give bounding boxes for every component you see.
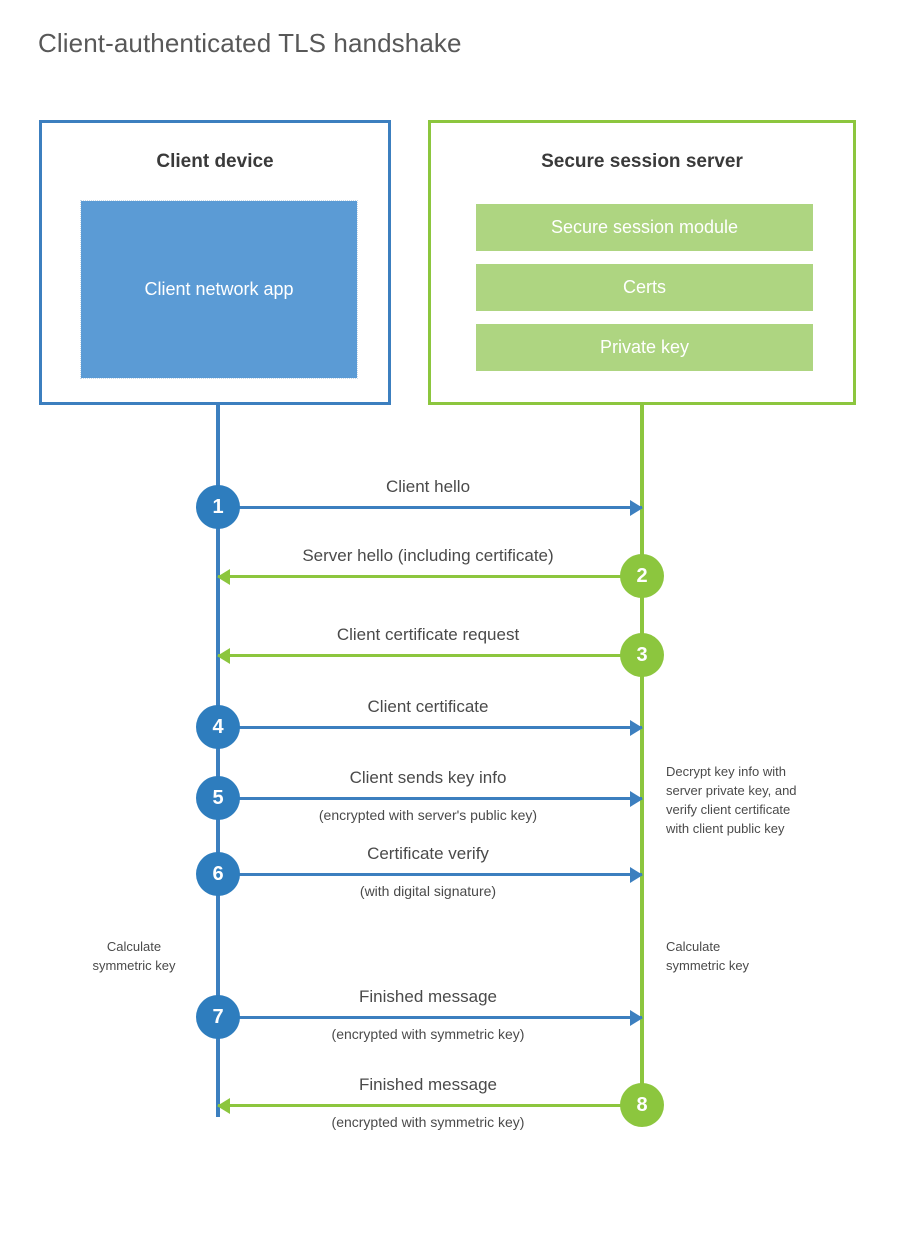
message-arrow-shaft-4 xyxy=(218,726,642,729)
step-circle-2: 2 xyxy=(620,554,664,598)
arrowhead-right-icon xyxy=(630,720,643,736)
message-sublabel-6: (with digital signature) xyxy=(359,883,497,899)
step-circle-5: 5 xyxy=(196,776,240,820)
note-server-calculate-symmetric-key: Calculate symmetric key xyxy=(666,939,750,973)
message-label-6: Certificate verify xyxy=(367,844,489,863)
arrowhead-right-icon xyxy=(630,791,643,807)
step-circle-1: 1 xyxy=(196,485,240,529)
arrowhead-left-icon xyxy=(217,648,230,664)
step-circle-4: 4 xyxy=(196,705,240,749)
message-label-4: Client certificate xyxy=(367,697,489,716)
step-circle-8: 8 xyxy=(620,1083,664,1127)
message-label-2: Server hello (including certificate) xyxy=(302,546,554,565)
arrowhead-right-icon xyxy=(630,867,643,883)
message-arrow-shaft-8 xyxy=(218,1104,642,1107)
server-component-certs: Certs xyxy=(476,264,813,311)
message-arrow-shaft-7 xyxy=(218,1016,642,1019)
arrowhead-right-icon xyxy=(630,500,643,516)
message-sublabel-5: (encrypted with server's public key) xyxy=(318,807,538,823)
message-arrow-shaft-5 xyxy=(218,797,642,800)
server-component-private-key: Private key xyxy=(476,324,813,371)
message-sublabel-8: (encrypted with symmetric key) xyxy=(331,1114,525,1130)
step-circle-7: 7 xyxy=(196,995,240,1039)
message-sublabel-7: (encrypted with symmetric key) xyxy=(331,1026,525,1042)
client-device-title: Client device xyxy=(156,151,274,172)
secure-session-server-title: Secure session server xyxy=(541,151,743,172)
secure-session-server-box: Secure session server Secure session mod… xyxy=(428,120,856,405)
note-server-decrypt: Decrypt key info with server private key… xyxy=(666,764,797,836)
arrowhead-right-icon xyxy=(630,1010,643,1026)
server-component-secure-session-module: Secure session module xyxy=(476,204,813,251)
step-circle-6: 6 xyxy=(196,852,240,896)
page-title: Client-authenticated TLS handshake xyxy=(38,28,462,58)
arrowhead-left-icon xyxy=(217,569,230,585)
client-lifeline xyxy=(216,405,220,1117)
message-label-1: Client hello xyxy=(385,477,471,496)
note-client-calculate-symmetric-key: Calculate symmetric key xyxy=(92,939,176,973)
message-label-8: Finished message xyxy=(359,1075,497,1094)
arrowhead-left-icon xyxy=(217,1098,230,1114)
client-network-app-block: Client network app xyxy=(80,200,358,379)
step-circle-3: 3 xyxy=(620,633,664,677)
message-arrow-shaft-3 xyxy=(218,654,642,657)
message-arrow-shaft-2 xyxy=(218,575,642,578)
client-device-box: Client device Client network app xyxy=(39,120,391,405)
message-arrow-shaft-1 xyxy=(218,506,642,509)
message-label-5: Client sends key info xyxy=(349,768,507,787)
message-arrow-shaft-6 xyxy=(218,873,642,876)
message-label-7: Finished message xyxy=(359,987,497,1006)
message-label-3: Client certificate request xyxy=(336,625,520,644)
server-lifeline xyxy=(640,405,644,1105)
